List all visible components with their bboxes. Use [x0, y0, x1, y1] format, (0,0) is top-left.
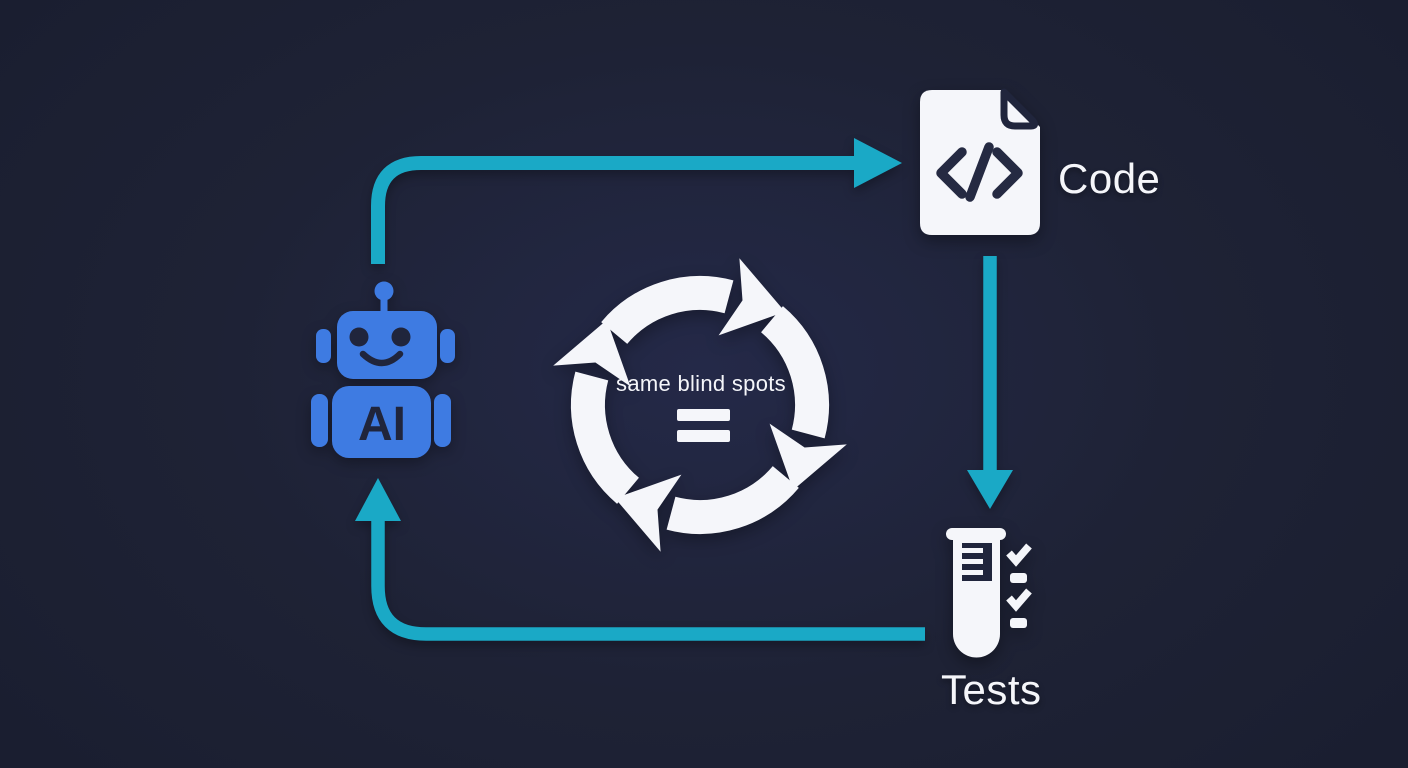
ai-node: AI [300, 270, 480, 470]
robot-icon: AI [311, 281, 455, 458]
robot-antenna-icon [374, 281, 394, 301]
edge-tests-to-ai [355, 478, 925, 641]
robot-arm-right-icon [434, 394, 451, 447]
equals-icon [677, 409, 730, 442]
cycle-arrows-icon [540, 245, 860, 565]
arrowhead-up-icon [355, 478, 401, 521]
code-brackets-glyph [936, 142, 1023, 202]
robot-smile-icon [359, 350, 404, 367]
robot-arm-left-icon [311, 394, 328, 447]
checklist-icon [1006, 543, 1032, 628]
test-tube-icon [946, 528, 1032, 658]
robot-head-icon [337, 311, 437, 379]
ai-label: AI [358, 398, 406, 451]
edge-ai-to-code [371, 138, 902, 264]
arrowhead-right-icon [854, 138, 902, 188]
robot-ear-right-icon [440, 329, 455, 363]
tests-node [935, 520, 1035, 665]
code-node [915, 85, 1045, 240]
robot-eye-right-icon [391, 327, 411, 347]
robot-body-icon [332, 386, 431, 458]
center-caption: same blind spots [616, 371, 786, 396]
code-label: Code [1058, 155, 1161, 202]
folded-corner-icon [1000, 88, 1039, 130]
edge-code-to-tests [967, 256, 1013, 509]
robot-eye-left-icon [349, 327, 369, 347]
tests-label: Tests [941, 666, 1042, 713]
arrowhead-down-icon [967, 470, 1013, 509]
robot-ear-left-icon [316, 329, 331, 363]
code-file-icon [920, 88, 1040, 235]
tube-rim-icon [946, 528, 1006, 540]
